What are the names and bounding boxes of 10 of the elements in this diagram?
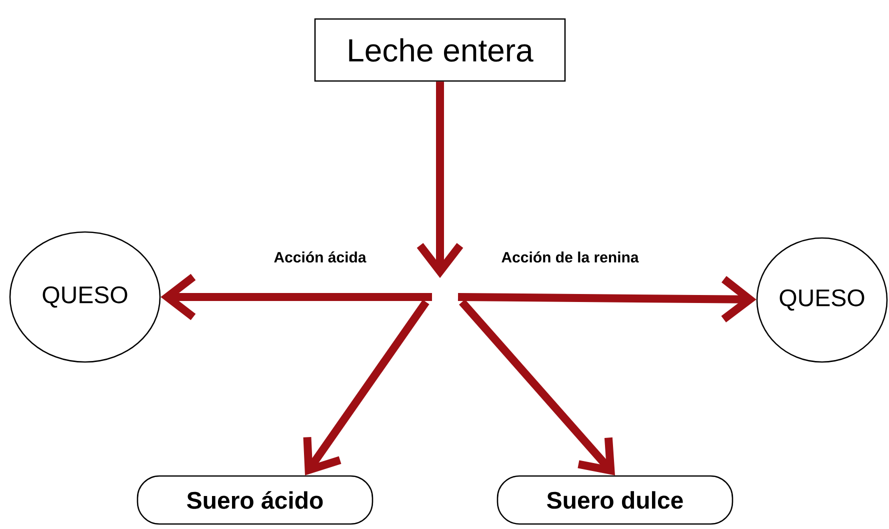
byproduct-box: Suero ácido [136,475,374,525]
edge-label: Acción de la renina [500,250,640,264]
byproduct-box: Suero dulce [496,475,734,525]
arrow [160,274,432,320]
input-box: Leche entera [314,18,566,82]
edge-label: Acción ácida [272,250,368,264]
arrow [303,300,430,476]
arrow [459,299,615,476]
arrow [416,82,464,278]
arrow [458,276,756,322]
